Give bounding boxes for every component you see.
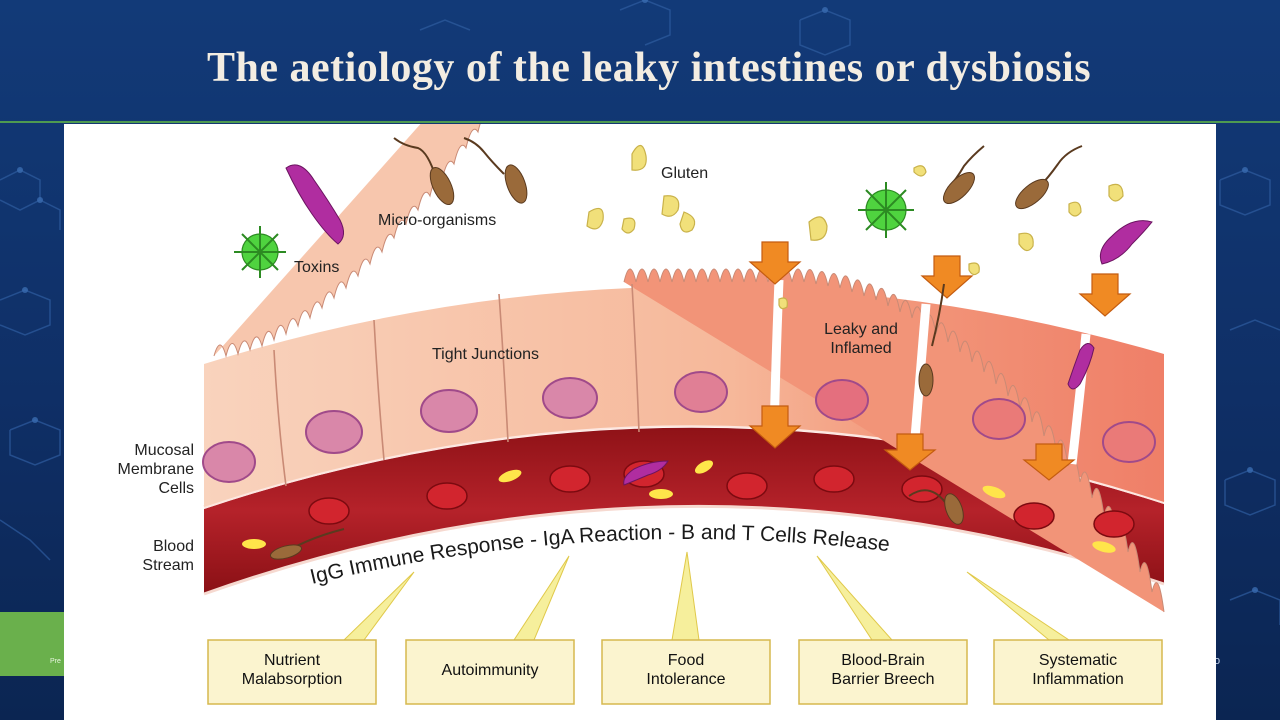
outcome-line: Nutrient: [263, 652, 321, 669]
outcome-box-food-intolerance: [601, 639, 771, 705]
outcome-line: Autoimmunity: [441, 662, 539, 679]
outcome-box-autoimmunity: [405, 639, 575, 705]
cell-nucleus: [674, 371, 728, 413]
cell-nucleus: [815, 379, 869, 421]
gluten-particles: [586, 144, 1124, 310]
label-mucosal-membrane-cells: Mucosal Membrane Cells: [88, 441, 194, 498]
outcome-line: Intolerance: [646, 671, 726, 688]
label-leaky-line-2: Inflamed: [830, 340, 892, 357]
cell-nucleus: [1102, 421, 1156, 463]
title-divider: [0, 121, 1280, 123]
label-blood-stream: Blood Stream: [108, 537, 194, 575]
outcome-line: Inflammation: [1032, 671, 1124, 688]
green-corner-tab: Pre: [0, 612, 64, 676]
cell-nucleus: [420, 389, 478, 433]
label-tight-junctions: Tight Junctions: [432, 346, 540, 363]
cell-nucleus: [972, 398, 1026, 440]
tab-fragment-text: Pre: [50, 658, 61, 665]
outcome-label-autoimmunity: Autoimmunity: [406, 661, 574, 680]
blood-stream-band: [204, 427, 1164, 594]
cell-nucleus: [542, 377, 598, 419]
outcome-line: Food: [667, 652, 705, 669]
cell-nucleus: [305, 410, 363, 454]
outcome-box-blood-brain: [798, 639, 968, 705]
label-mucosal-line-2: Membrane: [117, 461, 194, 478]
label-mucosal-line-3: Cells: [158, 480, 194, 497]
outcome-line: Malabsorption: [241, 671, 343, 688]
outcome-label-systematic: Systematic Inflammation: [994, 651, 1162, 689]
leak-arrows: [748, 241, 1132, 481]
label-blood-line-1: Blood: [153, 538, 194, 555]
diagram-panel: IgG Immune Response - IgA Reaction - B a…: [64, 124, 1216, 720]
gut-barrier-illustration: IgG Immune Response - IgA Reaction - B a…: [202, 124, 1165, 705]
callout-beams: [342, 551, 1071, 641]
outcome-line: Blood-Brain: [841, 652, 925, 669]
outcome-label-food-intolerance: Food Intolerance: [602, 651, 770, 689]
outcome-line: Systematic: [1038, 652, 1118, 669]
slide-title: The aetiology of the leaky intestines or…: [206, 45, 1092, 91]
cell-nucleus: [202, 441, 256, 483]
label-micro-organisms: Micro-organisms: [378, 212, 497, 229]
toxin-spirals: [285, 164, 1153, 486]
outcome-label-nutrient: Nutrient Malabsorption: [208, 651, 376, 689]
outcome-line: Barrier Breech: [831, 671, 935, 688]
outcome-box-systematic: [993, 639, 1163, 705]
label-blood-line-2: Stream: [142, 557, 194, 574]
footer-mark: o: [1214, 655, 1221, 667]
label-leaky-line-1: Leaky and: [824, 321, 898, 338]
outcome-box-nutrient: [207, 639, 377, 705]
outcome-label-blood-brain: Blood-Brain Barrier Breech: [799, 651, 967, 689]
label-leaky-inflamed: Leaky and Inflamed: [809, 320, 913, 358]
micro-organisms-icons: [269, 137, 1083, 560]
label-mucosal-line-1: Mucosal: [134, 442, 194, 459]
label-toxins: Toxins: [294, 259, 340, 276]
label-gluten: Gluten: [661, 165, 709, 182]
